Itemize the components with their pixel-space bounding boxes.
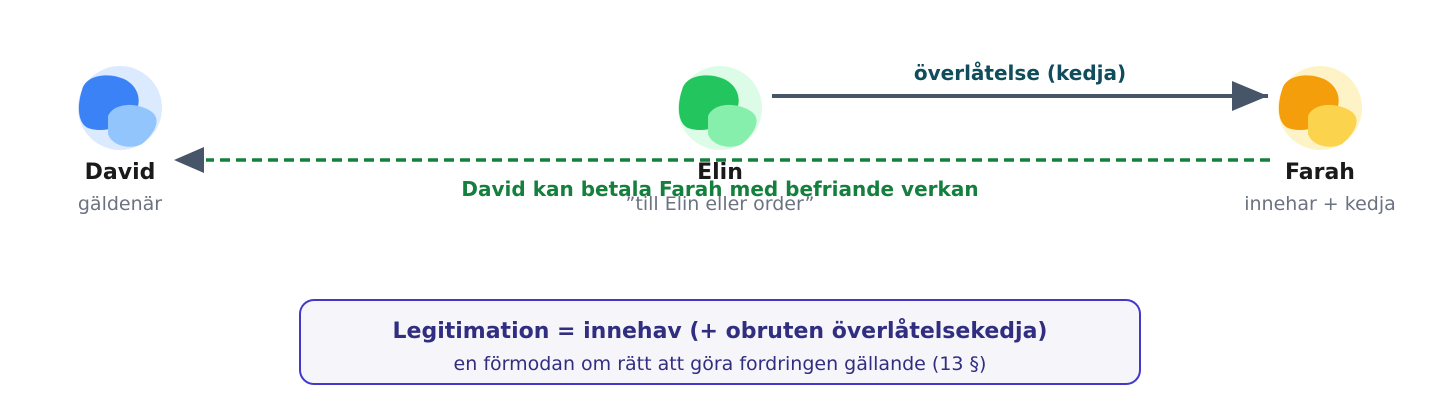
node-farah: Farah innehar + kedja — [1244, 66, 1396, 215]
legitimation-infobox: Legitimation = innehav (+ obruten överlå… — [299, 299, 1141, 385]
node-role: gäldenär — [78, 193, 162, 215]
transfer-edge-label: överlåtelse (kedja) — [914, 61, 1126, 85]
node-name: David — [85, 160, 156, 185]
node-role: ”till Elin eller order” — [626, 193, 815, 215]
payment-edge-label: David kan betala Farah med befriande ver… — [461, 177, 978, 201]
transfer-edge: överlåtelse (kedja) — [772, 61, 1268, 111]
infobox-frame — [299, 299, 1141, 385]
node-david: David gäldenär — [78, 66, 162, 215]
node-name: Farah — [1285, 160, 1355, 185]
node-name: Elin — [697, 160, 743, 185]
infobox-title: Legitimation = innehav (+ obruten överlå… — [393, 318, 1048, 344]
node-elin: Elin ”till Elin eller order” — [626, 66, 815, 215]
node-role: innehar + kedja — [1244, 193, 1396, 215]
infobox-subtitle: en förmodan om rätt att göra fordringen … — [454, 353, 987, 375]
payment-edge: David kan betala Farah med befriande ver… — [174, 147, 1270, 201]
